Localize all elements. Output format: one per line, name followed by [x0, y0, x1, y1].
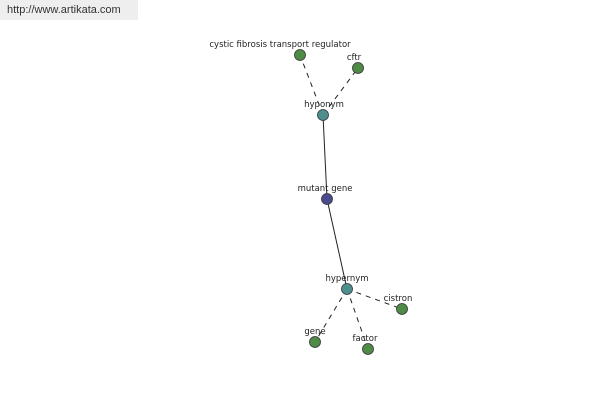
site-url-banner[interactable]: http://www.artikata.com	[0, 0, 138, 20]
node-label-mutant-gene: mutant gene	[298, 184, 353, 194]
graph-edges	[299, 54, 403, 350]
node-label-cistron: cistron	[384, 294, 413, 304]
graph-labels: mutant gene hyponym hypernym cystic fibrosi…	[209, 40, 412, 344]
edge-mutant-gene-to-hyponym	[322, 114, 328, 200]
node-label-hyponym: hyponym	[304, 100, 344, 110]
node-hypernym[interactable]	[341, 283, 353, 295]
node-label-gene: gene	[304, 327, 325, 337]
node-label-cystic-fibrosis: cystic fibrosis transport regulator	[209, 40, 351, 50]
node-cistron[interactable]	[396, 303, 408, 315]
graph-nodes	[294, 49, 408, 355]
node-label-cftr: cftr	[347, 53, 362, 63]
edge-hypernym-to-gene	[314, 288, 348, 343]
edge-mutant-gene-to-hypernym	[326, 198, 348, 290]
edge-hypernym-to-factor	[346, 288, 369, 350]
node-factor[interactable]	[362, 343, 374, 355]
edge-hyponym-to-cystic-fibrosis	[299, 54, 324, 116]
node-gene[interactable]	[309, 336, 321, 348]
node-hyponym[interactable]	[317, 109, 329, 121]
node-cftr[interactable]	[352, 62, 364, 74]
node-cystic-fibrosis[interactable]	[294, 49, 306, 61]
node-label-hypernym: hypernym	[325, 274, 368, 284]
node-label-factor: factor	[353, 334, 378, 344]
node-mutant-gene[interactable]	[321, 193, 333, 205]
